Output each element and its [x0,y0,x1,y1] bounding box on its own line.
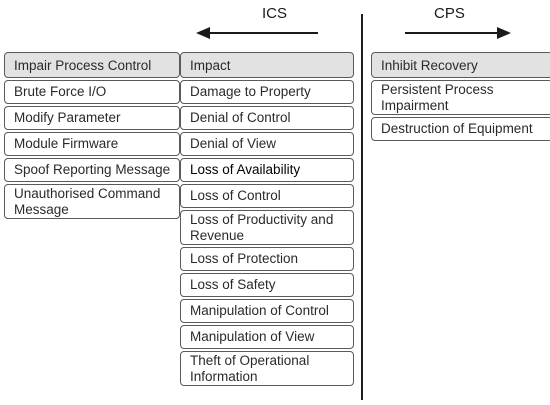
list-item: Modify Parameter [4,106,180,130]
list-item: Loss of Productivity and Revenue [180,210,354,245]
list-item: Loss of Safety [180,273,354,297]
list-item: Manipulation of Control [180,299,354,323]
column-header: Inhibit Recovery [371,52,550,78]
ics-cps-divider [361,14,363,400]
list-item: Manipulation of View [180,325,354,349]
list-item: Destruction of Equipment [371,117,550,141]
list-item: Spoof Reporting Message [4,158,180,182]
column-header: Impact [180,52,354,78]
list-item: Denial of View [180,132,354,156]
list-item: Loss of Control [180,184,354,208]
list-item: Module Firmware [4,132,180,156]
list-item: Theft of Operational Information [180,351,354,386]
list-item: Denial of Control [180,106,354,130]
column-impair-process-control: Impair Process Control Brute Force I/O M… [4,52,180,219]
column-header: Impair Process Control [4,52,180,78]
column-inhibit-recovery: Inhibit Recovery Persistent Process Impa… [371,52,550,141]
list-item: Damage to Property [180,80,354,104]
list-item: Persistent Process Impairment [371,80,550,115]
list-item: Loss of Availability [180,158,354,182]
list-item: Loss of Protection [180,247,354,271]
cps-label: CPS [434,5,465,22]
right-arrow-icon [405,27,511,39]
ics-label: ICS [262,5,288,22]
left-arrow-icon [196,27,318,39]
list-item: Brute Force I/O [4,80,180,104]
column-impact: Impact Damage to Property Denial of Cont… [180,52,354,386]
list-item: Unauthorised Command Message [4,184,180,219]
